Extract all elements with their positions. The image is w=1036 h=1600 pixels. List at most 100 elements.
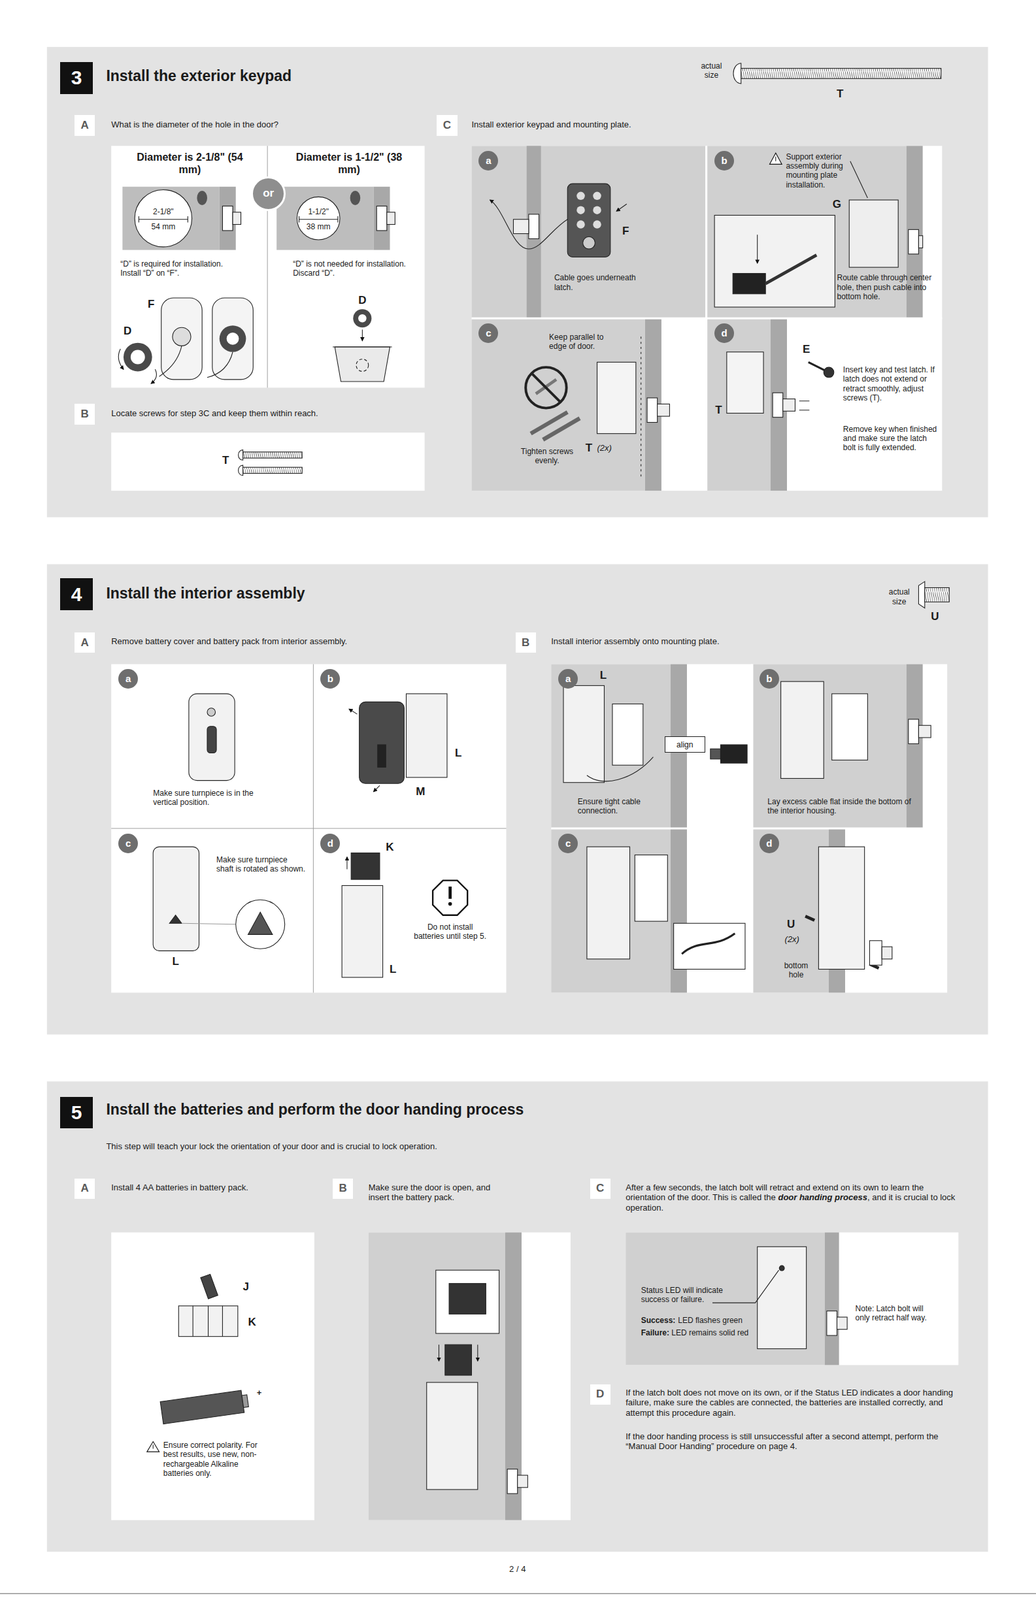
interior-assembly-figure (188, 694, 235, 782)
battery-figure (449, 1283, 486, 1315)
instruction-text: This step will teach your lock the orien… (105, 1141, 821, 1153)
instruction-text: actual size (696, 61, 727, 81)
part-letter: D (354, 294, 370, 308)
step-letter: A (74, 1179, 95, 1200)
key-test-figure (799, 401, 810, 411)
key-test-figure (808, 362, 825, 370)
interior-assembly-figure (247, 912, 272, 935)
plate-screws-figure (532, 373, 561, 403)
illustration-panel: aCable goes underneath latch. (471, 145, 706, 319)
door-hole-figure (222, 205, 233, 231)
battery-figure (438, 1345, 440, 1362)
mounting-figure (775, 156, 776, 162)
battery-figure (200, 1274, 218, 1300)
step-section: Install the interior assembly4AaMake sur… (47, 564, 989, 1036)
interior-assembly-figure (207, 708, 216, 717)
part-letter: U (927, 610, 942, 624)
substep-badge: a (558, 669, 578, 689)
cable-connection-figure (818, 847, 865, 970)
illustration-panel: cMake sure turnpiece shaft is rotated as… (111, 828, 314, 993)
door-face (906, 145, 923, 319)
door-face (368, 145, 923, 1521)
section-title: Install the interior assembly (105, 584, 759, 604)
illustration-panel: Ensure correct polarity. For best result… (111, 1232, 315, 1521)
substep-badge: b (714, 150, 735, 171)
battery-figure (836, 1317, 848, 1331)
keypad-figure (490, 200, 569, 250)
step-letter: D (590, 1385, 611, 1406)
illustration-panel: b (313, 664, 506, 829)
instruction-text: 38 mm (296, 222, 342, 232)
instruction-text: (2x) (779, 934, 804, 946)
section-ground (368, 1232, 571, 1521)
panel-divider (551, 664, 948, 994)
step-number: 4 (60, 578, 93, 610)
cable-connection-figure (673, 923, 746, 970)
adapter-ring-figure (130, 350, 146, 365)
battery-figure (192, 1306, 223, 1338)
battery-figure (435, 1270, 500, 1335)
substep-badge: a (118, 669, 138, 689)
part-letter: J (238, 1281, 253, 1295)
battery-figure (426, 1383, 478, 1491)
instruction-text: If the latch bolt does not move on its o… (625, 1388, 968, 1420)
door-face (824, 1232, 840, 1366)
section-ground (47, 564, 989, 1036)
cable-connection-figure (586, 757, 654, 782)
step-letter: B (74, 403, 95, 425)
adapter-ring-figure (207, 352, 233, 378)
battery-figure (147, 1442, 160, 1454)
interior-assembly-figure (207, 726, 217, 754)
callout-tag: align (664, 736, 706, 753)
part-letter: + (252, 1388, 266, 1399)
adapter-ring-figure (212, 298, 253, 380)
interior-assembly-figure (377, 745, 386, 768)
part-letter: K (245, 1316, 260, 1330)
instruction-text: Install interior assembly onto mounting … (551, 636, 857, 648)
step-letter-text: A (74, 1179, 95, 1200)
instruction-paragraph: After a few seconds, the latch bolt will… (625, 1183, 963, 1214)
part-letter: F (618, 224, 633, 238)
adapter-ring-figure (226, 332, 240, 346)
adapter-ring-figure (219, 325, 247, 353)
keypad-figure (583, 236, 596, 250)
cable-connection-figure (612, 703, 644, 766)
part-letter: T (711, 403, 726, 418)
keypad-figure (490, 183, 627, 257)
instruction-text: (2x) (597, 443, 629, 454)
keypad-figure (567, 183, 611, 257)
mounting-figure (849, 200, 899, 268)
instruction-text: Note: Latch bolt will only retract half … (855, 1304, 940, 1324)
substep-badge: d (714, 323, 735, 344)
instruction-text: Insert key and test latch. If latch does… (843, 365, 938, 404)
battery-figure (757, 1247, 807, 1350)
battery-figure (178, 1306, 238, 1338)
battery-figure (826, 1311, 838, 1337)
cable-connection-figure (908, 719, 920, 744)
part-letter: T (218, 454, 233, 468)
instruction-text: Route cable through center hole, then pu… (836, 273, 937, 302)
keypad-figure (576, 220, 585, 229)
part-letter: K (383, 841, 398, 855)
step-letter: B (515, 632, 536, 653)
instruction-text: 2 / 4 (496, 1564, 538, 1576)
plate-screws-figure (525, 367, 567, 408)
emphasis-text: door handing process (777, 1192, 868, 1203)
section-ground (47, 47, 989, 518)
illustration-panel: b Support exterior assembly during mounti… (706, 145, 943, 319)
screw-actual-size (733, 63, 742, 84)
mounting-figure (769, 152, 782, 165)
part-letter: U (783, 918, 799, 932)
plate-screws-figure (597, 362, 636, 434)
plate-screws-figure (657, 403, 670, 417)
illustration-panel: T (111, 432, 425, 491)
adapter-ring-figure (362, 329, 363, 341)
instruction-text: Support exterior assembly during mountin… (785, 152, 857, 191)
instruction-text: If the door handing process is still uns… (625, 1432, 968, 1453)
keypad-figure (592, 205, 601, 214)
interior-assembly-figure (181, 923, 236, 925)
screw-actual-size (918, 581, 925, 609)
step-number-text: 5 (60, 1097, 93, 1129)
illustration-panel: Diameter is 2-1/8" (54 mm)Diameter is 1-… (111, 145, 425, 388)
door-hole-figure (134, 189, 192, 247)
